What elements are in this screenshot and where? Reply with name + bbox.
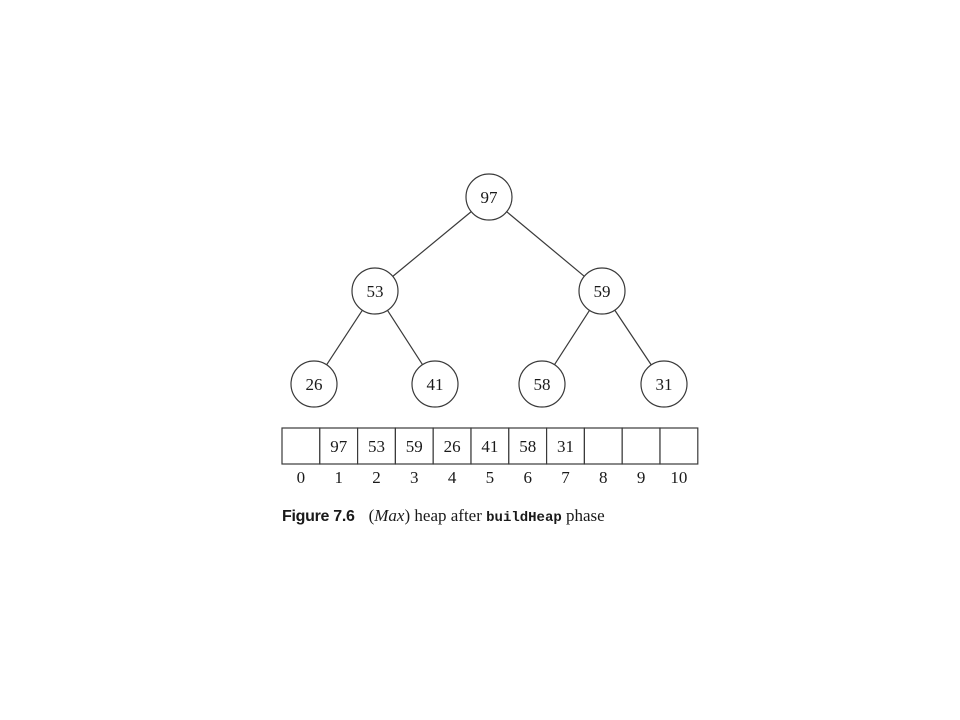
caption-paren-close: ) bbox=[404, 506, 411, 525]
array-cell-box bbox=[470, 427, 510, 465]
array-index-label: 1 bbox=[334, 468, 343, 487]
tree-edge-n3-n7 bbox=[614, 309, 652, 366]
figure-caption: Figure 7.6 (Max) heap after buildHeap pha… bbox=[282, 505, 605, 529]
tree-node-circle bbox=[640, 360, 688, 408]
tree-edge-n1-n3 bbox=[506, 211, 585, 277]
tree-node: 58 bbox=[518, 360, 566, 408]
tree-node: 31 bbox=[640, 360, 688, 408]
array-cell-box bbox=[432, 427, 472, 465]
array-cell bbox=[281, 427, 321, 465]
array-index-label: 5 bbox=[486, 468, 495, 487]
tree-node-circle bbox=[351, 267, 399, 315]
tree-node: 59 bbox=[578, 267, 626, 315]
array-cell-value: 97 bbox=[330, 437, 348, 456]
array-index-label: 6 bbox=[523, 468, 532, 487]
tree-nodes: 97 53 59 26 41 58 31 bbox=[290, 173, 688, 408]
array-cell-box bbox=[281, 427, 321, 465]
array-indices: 0 1 2 3 4 5 6 7 8 9 10 bbox=[297, 468, 688, 487]
array-cell: 26 bbox=[432, 427, 472, 465]
tree-node-value: 41 bbox=[427, 375, 444, 394]
array-cell bbox=[621, 427, 661, 465]
tree-node: 53 bbox=[351, 267, 399, 315]
array-cell-value: 58 bbox=[519, 437, 536, 456]
array-cell: 58 bbox=[508, 427, 548, 465]
tree-node-circle bbox=[578, 267, 626, 315]
array-index-label: 2 bbox=[372, 468, 381, 487]
tree-node-circle bbox=[290, 360, 338, 408]
array-cell-value: 31 bbox=[557, 437, 574, 456]
tree-node-value: 26 bbox=[306, 375, 323, 394]
caption-text-before-code: heap after bbox=[410, 506, 487, 525]
caption-emphasis: Max bbox=[374, 506, 405, 525]
tree-edge-n2-n5 bbox=[386, 310, 424, 365]
array-index-label: 3 bbox=[410, 468, 419, 487]
tree-edge-n3-n6 bbox=[553, 310, 591, 365]
array-index-label: 8 bbox=[599, 468, 608, 487]
array-cell-box bbox=[394, 427, 434, 465]
tree-edge-n2-n4 bbox=[326, 309, 363, 366]
array-cell-value: 41 bbox=[481, 437, 498, 456]
tree-node: 41 bbox=[411, 360, 459, 408]
tree-node-circle bbox=[465, 173, 513, 221]
array-cell-box bbox=[545, 427, 585, 465]
array-cell: 97 bbox=[319, 427, 359, 465]
array-index-label: 9 bbox=[637, 468, 646, 487]
tree-edges bbox=[326, 211, 652, 366]
tree-node-value: 97 bbox=[481, 188, 499, 207]
caption-figure-label: Figure 7.6 bbox=[282, 508, 355, 525]
tree-node-value: 53 bbox=[367, 282, 384, 301]
array-index-label: 7 bbox=[561, 468, 570, 487]
tree-node-value: 58 bbox=[534, 375, 551, 394]
array-cell-value: 53 bbox=[368, 437, 385, 456]
array-cell: 41 bbox=[470, 427, 510, 465]
array-index-label: 0 bbox=[297, 468, 306, 487]
array-cell-value: 59 bbox=[406, 437, 423, 456]
array-cell-box bbox=[583, 427, 623, 465]
tree-node-value: 59 bbox=[594, 282, 611, 301]
caption-paren-open: ( bbox=[368, 506, 375, 525]
array-cell-value: 26 bbox=[444, 437, 461, 456]
array-cell: 53 bbox=[357, 427, 397, 465]
array-cell-box bbox=[621, 427, 661, 465]
array-index-label: 4 bbox=[448, 468, 457, 487]
heap-array: 97 53 59 26 41 58 31 bbox=[281, 427, 699, 465]
tree-node-circle bbox=[411, 360, 459, 408]
tree-node: 26 bbox=[290, 360, 338, 408]
caption-code: buildHeap bbox=[486, 510, 562, 526]
array-cell bbox=[583, 427, 623, 465]
array-cell: 59 bbox=[394, 427, 434, 465]
array-cell: 31 bbox=[545, 427, 585, 465]
caption-text-after-code: phase bbox=[561, 506, 605, 525]
array-cell-box bbox=[659, 427, 699, 465]
tree-edge-n1-n2 bbox=[392, 211, 472, 277]
tree-node-value: 31 bbox=[656, 375, 673, 394]
tree-node: 97 bbox=[465, 173, 513, 221]
tree-node-circle bbox=[518, 360, 566, 408]
array-cell bbox=[659, 427, 699, 465]
array-index-label: 10 bbox=[670, 468, 687, 487]
